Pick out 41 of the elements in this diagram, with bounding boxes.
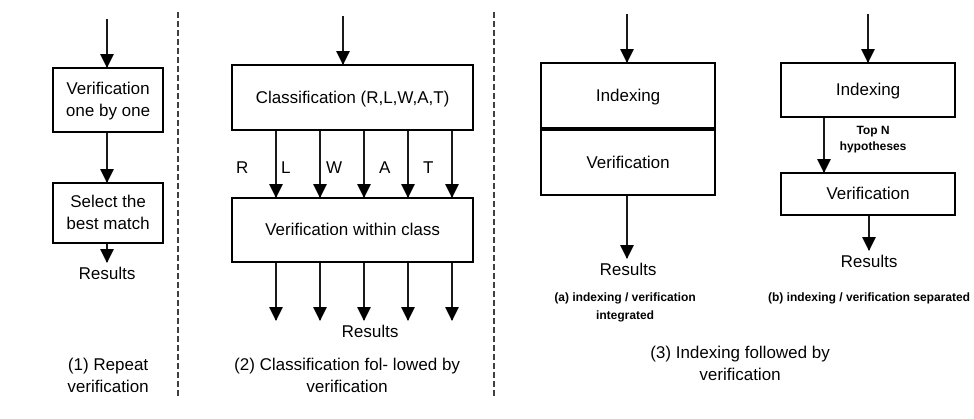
class-label: L <box>281 157 292 179</box>
arrow <box>861 14 875 63</box>
arrow <box>620 196 634 259</box>
arrow <box>401 263 415 321</box>
arrow <box>817 118 831 173</box>
process-box: Verification one by one <box>52 67 164 133</box>
arrow <box>313 263 327 321</box>
result-text: Results <box>831 250 907 274</box>
caption: (a) indexing / verification integrated <box>553 289 697 324</box>
process-box: Indexing <box>780 62 956 118</box>
arrow <box>100 133 114 183</box>
arrow <box>357 131 371 198</box>
class-label: R <box>236 157 250 179</box>
class-label: T <box>423 157 434 179</box>
arrow <box>100 19 114 68</box>
result-text: Results <box>590 258 666 282</box>
process-box: Indexing <box>540 62 716 129</box>
class-label: W <box>326 157 344 179</box>
caption: (3) Indexing followed by verification <box>649 342 831 386</box>
process-box: Verification <box>540 129 716 196</box>
caption: (b) indexing / verification separated <box>766 289 972 306</box>
arrow <box>269 263 283 321</box>
arrow <box>401 131 415 198</box>
arrow <box>269 131 283 198</box>
caption: (2) Classification fol- lowed by verification <box>233 354 461 398</box>
arrow <box>620 14 634 63</box>
arrow <box>445 131 459 198</box>
process-box: Verification within class <box>231 197 474 263</box>
result-text: Results <box>332 320 408 344</box>
arrow <box>445 263 459 321</box>
class-label: A <box>379 157 392 179</box>
arrow <box>313 131 327 198</box>
result-text: Results <box>72 262 142 286</box>
caption: (1) Repeat verification <box>66 354 150 398</box>
process-box: Classification (R,L,W,A,T) <box>231 64 474 131</box>
arrow <box>336 16 350 65</box>
arrow <box>862 216 876 251</box>
arrow <box>100 244 114 263</box>
process-box: Select the best match <box>52 182 164 244</box>
process-box: Verification <box>780 172 956 216</box>
arrow <box>357 263 371 321</box>
